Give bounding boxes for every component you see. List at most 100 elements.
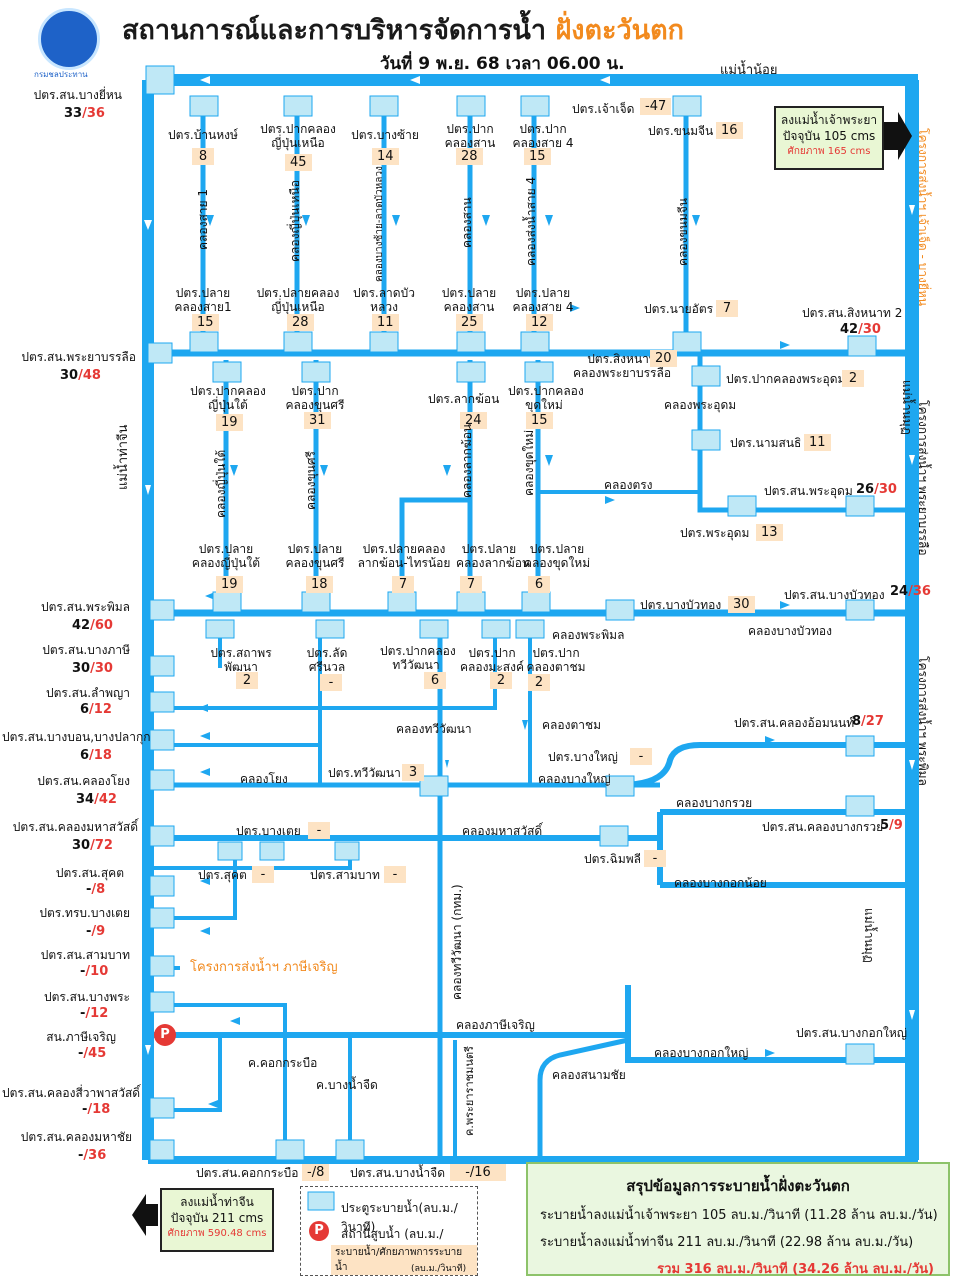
canal-label: คลองบางซ้าย-ลาดบัวหลวง bbox=[374, 166, 385, 282]
gate-icon bbox=[149, 1139, 175, 1161]
gate-icon bbox=[149, 769, 175, 791]
canal-label: คลองขนมจีน bbox=[676, 198, 690, 266]
gate-icon bbox=[524, 361, 554, 383]
gate-icon bbox=[205, 619, 235, 639]
right-station-name: ปตร.สน.บางบัวทอง bbox=[784, 588, 885, 602]
gate-value: 6 bbox=[528, 576, 550, 593]
canal-label: คลองบางกอกน้อย bbox=[674, 876, 767, 890]
canal-label: คลองทวีวัฒนา (กทม.) bbox=[450, 884, 464, 1000]
gate-value: 19 bbox=[216, 414, 243, 431]
gate-value: 11 bbox=[804, 434, 831, 451]
bottom-station-value: -/16 bbox=[450, 1164, 506, 1181]
gate-icon bbox=[456, 361, 486, 383]
gate-icon bbox=[145, 65, 175, 95]
canal-label: ค.พระยาราชมนตรี bbox=[463, 1046, 476, 1136]
gate-label: ปตร.ปลาย คลองสาย1 bbox=[174, 286, 232, 314]
gate-icon bbox=[149, 691, 175, 713]
summary-panel: สรุปข้อมูลการระบายน้ำฝั่งตะวันตก ระบายน้… bbox=[526, 1162, 950, 1277]
gate-label: ปตร.ปลาย คลองสาย 4 bbox=[512, 286, 574, 314]
canal-label: คลองญี่ปุ่นใต้ bbox=[214, 449, 228, 518]
summary-total: รวม 316 ลบ.ม./วินาที (34.26 ล้าน ลบ.ม./ว… bbox=[657, 1262, 934, 1277]
left-station-ratio: -/12 bbox=[80, 1006, 109, 1021]
gate-label: ปตร.ปลาย คลองลากฆ้อน bbox=[456, 542, 531, 570]
gate-value: 2 bbox=[842, 370, 864, 387]
left-station-ratio: -/9 bbox=[86, 924, 106, 939]
gate-label: ปตร.สิงหนาท คลองพระยาบรรลือ bbox=[572, 352, 672, 380]
exit-arrow-chao-phraya bbox=[884, 112, 912, 160]
gate-icon bbox=[335, 1139, 365, 1161]
left-station-name: ปตร.สน.บางภาษี bbox=[42, 643, 130, 657]
gate-label: ปตร.ฉิมพลี bbox=[584, 852, 642, 866]
gate-value: 18 bbox=[306, 576, 333, 593]
left-station-ratio: 34/42 bbox=[76, 792, 117, 807]
gate-label: ปตร.บางใหญ่ bbox=[548, 750, 618, 764]
gate-label: ปตร.ปลายคลอง ลากฆ้อน-ไทรน้อย bbox=[357, 542, 451, 570]
gate-icon bbox=[847, 335, 877, 357]
gate-label: ปตร.ลาดบัว หลวง bbox=[353, 286, 415, 314]
canal-label: คลองบางใหญ่ bbox=[538, 772, 611, 786]
right-station-ratio: 5/9 bbox=[880, 818, 903, 833]
tha-chin-current: ปัจจุบัน 211 cms bbox=[170, 1211, 264, 1225]
gate-value: 7 bbox=[716, 300, 738, 317]
left-station-name: ปตร.สน.คลองมหาชัย bbox=[20, 1130, 132, 1144]
canal-label: คลองสาน bbox=[460, 197, 474, 248]
gate-icon bbox=[691, 365, 721, 387]
gate-label: ปตร.สถาพร พัฒนา bbox=[210, 646, 272, 674]
bottom-station-name: ปตร.สน.คอกกระบือ bbox=[196, 1166, 299, 1180]
page-title: สถานการณ์และการบริหารจัดการน้ำ ฝั่งตะวัน… bbox=[122, 15, 685, 46]
left-station-name: ปตร.สน.บางบอน,บางปลากุก bbox=[2, 730, 151, 744]
canal-label: คลองลากฆ้อน bbox=[460, 423, 474, 498]
gate-icon bbox=[283, 331, 313, 353]
canal-label: ค.คอกกระบือ bbox=[248, 1056, 318, 1070]
gate-value: 45 bbox=[285, 154, 312, 171]
gate-value: 30 bbox=[728, 596, 755, 613]
river-noi-label: แม่น้ำน้อย bbox=[720, 63, 778, 78]
gate-label: ปตร.ปาก คลองขุนศรี bbox=[285, 384, 345, 412]
left-station-ratio: 6/18 bbox=[80, 748, 112, 763]
canal-label: คลองส่งน้ำสาย 4 bbox=[524, 176, 538, 266]
gate-icon bbox=[149, 599, 175, 621]
gate-icon bbox=[315, 619, 345, 639]
gate-label: ปตร.บ้านหงษ์ bbox=[168, 128, 238, 142]
gate-icon bbox=[845, 599, 875, 621]
gate-icon bbox=[456, 331, 486, 353]
canal-label: คลองภาษีเจริญ bbox=[456, 1018, 535, 1032]
gate-icon bbox=[149, 655, 175, 677]
gate-icon bbox=[149, 875, 175, 897]
gate-icon bbox=[727, 495, 757, 517]
gate-label: ปตร.ปาก คลองมะสงค์ bbox=[459, 646, 524, 674]
canal-phra-udom-line bbox=[697, 353, 905, 513]
gate-label: ปตร.บางเตย bbox=[236, 824, 301, 838]
canal-bangkokyai-line bbox=[625, 985, 912, 1063]
gate-value: 15 bbox=[524, 148, 551, 165]
gate-value: 12 bbox=[526, 314, 553, 331]
gate-label: ปตร.ปลาย คลองขุดใหม่ bbox=[524, 542, 591, 570]
gate-label: ปตร.ปาก คลองสาน bbox=[444, 122, 496, 150]
gate-value: 20 bbox=[650, 350, 677, 367]
canal-sanamchai-line bbox=[537, 1037, 629, 1160]
canal-bangyai-line bbox=[619, 742, 912, 788]
legend-ratio: ระบายน้ำ/ศักยภาพการระบายน้ำ bbox=[331, 1245, 477, 1275]
exit-arrow-tha-chin bbox=[132, 1194, 158, 1236]
gate-icon bbox=[301, 361, 331, 383]
left-station-name: ปตร.สน.บางยี่หน bbox=[33, 88, 122, 102]
gate-label: ปตร.ปาก คลองสาย 4 bbox=[512, 122, 574, 150]
summary-line-2: ระบายน้ำลงแม่น้ำท่าจีน 211 ลบ.ม./วินาที … bbox=[540, 1235, 914, 1250]
gate-value: 25 bbox=[456, 314, 483, 331]
gate-label: ปตร.ปลาย คลองสาน bbox=[441, 286, 497, 314]
river-tha-chin-label: แม่น้ำท่าจีน bbox=[116, 424, 131, 490]
gate-label: ปตร.ลัด ศรีนวล bbox=[306, 646, 348, 674]
left-station-name: ปตร.สน.พระยาบรรลือ bbox=[21, 350, 136, 364]
gate-label: ปตร.ปลาย คลองญี่ปุ่นใต้ bbox=[191, 542, 261, 570]
gate-icon bbox=[419, 775, 449, 797]
gate-icon bbox=[456, 591, 486, 613]
gate-label: ปตร.ขนมจีน bbox=[648, 124, 714, 138]
right-station-ratio: 24/36 bbox=[890, 584, 931, 599]
left-station-ratio: -/18 bbox=[82, 1102, 111, 1117]
left-station-name: ปตร.สน.พระพิมล bbox=[41, 600, 130, 614]
gate-value: - bbox=[384, 866, 406, 883]
chao-phraya-capacity: ศักยภาพ 165 cms bbox=[787, 146, 871, 157]
right-station-ratio: 26/30 bbox=[856, 482, 897, 497]
gate-label: ปตร.ทวีวัฒนา bbox=[328, 766, 401, 780]
